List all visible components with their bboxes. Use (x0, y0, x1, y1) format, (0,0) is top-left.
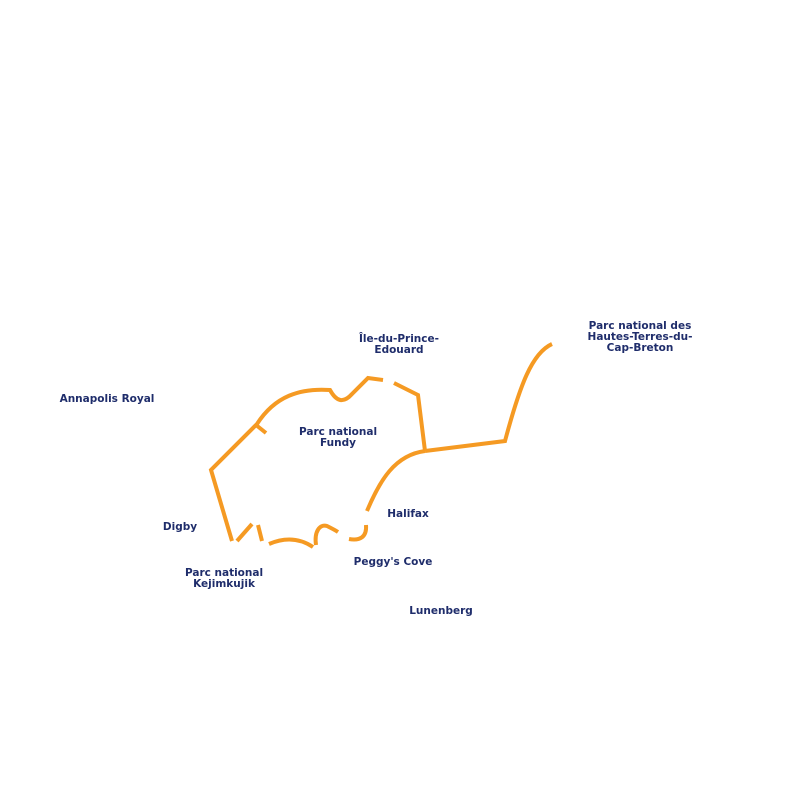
route-segment (424, 342, 553, 453)
route-segment (313, 523, 340, 546)
place-label-ile-du-prince-edouard: Île-du-Prince- Edouard (359, 334, 439, 356)
label-line: Parc national (298, 426, 378, 438)
place-label-halifax: Halifax (387, 509, 429, 520)
label-line: Halifax (387, 508, 429, 520)
label-line: Île-du-Prince- (359, 333, 439, 345)
label-line: Annapolis Royal (59, 393, 155, 405)
place-label-parc-national-kejimkujik: Parc national Kejimkujik (185, 568, 263, 590)
label-line: Parc national des (588, 320, 692, 332)
label-line: Parc national (184, 567, 264, 579)
route-segment (235, 522, 254, 543)
route-segment (365, 449, 426, 512)
route-segment (208, 375, 384, 542)
label-line: Digby (162, 521, 198, 533)
place-label-peggys-cove: Peggy's Cove (354, 557, 433, 568)
label-line: Cap-Breton (606, 342, 674, 354)
route-segment (256, 524, 264, 542)
place-label-digby: Digby (163, 522, 197, 533)
label-line: Fundy (320, 437, 356, 449)
label-line: Kejimkujik (193, 578, 255, 590)
label-line: Edouard (374, 344, 424, 356)
route-segment (268, 537, 315, 549)
place-label-parc-national-fundy: Parc national Fundy (299, 427, 377, 449)
route-segment (348, 524, 369, 542)
label-line: Lunenberg (409, 605, 473, 617)
route-segment (393, 381, 427, 452)
place-label-parc-national-hautes-terres: Parc national des Hautes-Terres-du- Cap-… (588, 321, 693, 354)
label-line: Peggy's Cove (353, 556, 433, 568)
label-line: Hautes-Terres-du- (587, 331, 693, 343)
route-segment (254, 423, 268, 435)
place-label-lunenberg: Lunenberg (409, 606, 473, 617)
place-label-annapolis-royal: Annapolis Royal (60, 394, 155, 405)
